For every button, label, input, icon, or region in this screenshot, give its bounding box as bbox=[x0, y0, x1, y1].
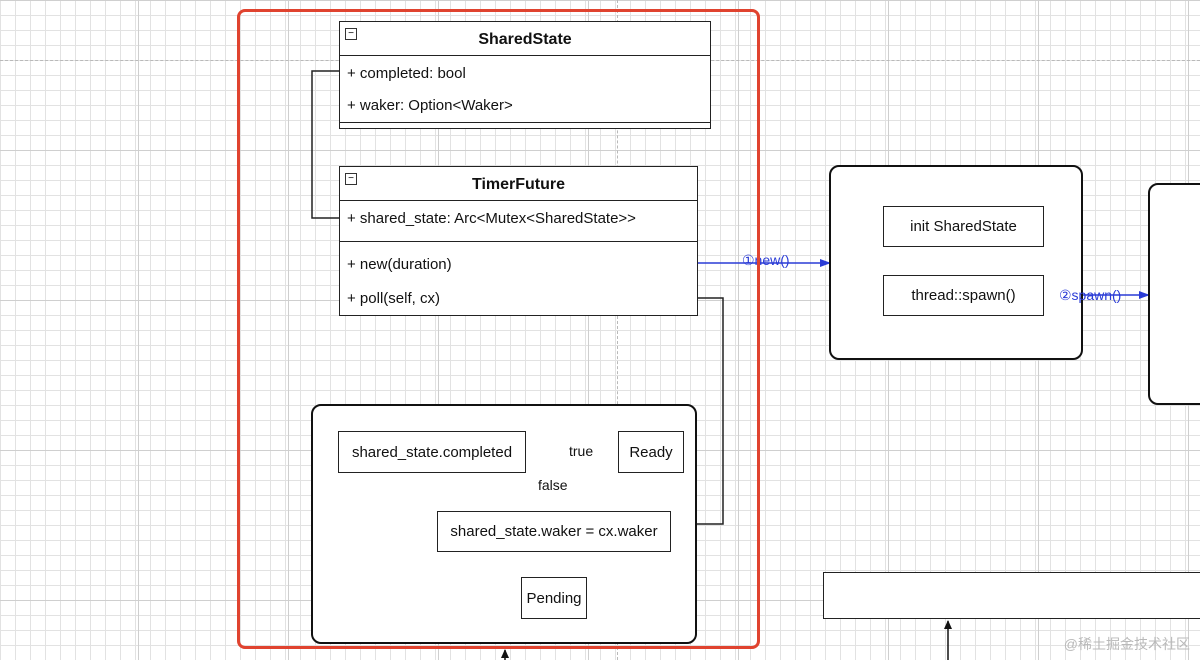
assign-waker-box[interactable]: shared_state.waker = cx.waker bbox=[437, 511, 671, 552]
timer-future-field-shared-state: + shared_state: Arc<Mutex<SharedState>> bbox=[347, 210, 636, 227]
thread-spawn-box[interactable]: thread::spawn() bbox=[883, 275, 1044, 316]
timer-future-method-poll: + poll(self, cx) bbox=[347, 290, 440, 307]
ready-box[interactable]: Ready bbox=[618, 431, 684, 473]
collapse-icon[interactable]: − bbox=[345, 173, 357, 185]
class-header-divider bbox=[340, 200, 697, 201]
timer-future-method-new: + new(duration) bbox=[347, 256, 452, 273]
pending-box[interactable]: Pending bbox=[521, 577, 587, 619]
true-label: true bbox=[568, 443, 595, 459]
completed-check-box[interactable]: shared_state.completed bbox=[338, 431, 526, 473]
field-link-connector bbox=[311, 70, 339, 219]
class-fields-divider bbox=[340, 241, 697, 242]
shared-state-title: SharedState bbox=[478, 31, 572, 48]
false-label: false bbox=[537, 477, 569, 493]
class-fields-divider bbox=[340, 122, 710, 123]
collapse-icon[interactable]: − bbox=[345, 28, 357, 40]
poll-connector bbox=[697, 297, 724, 525]
shared-state-field-waker: + waker: Option<Waker> bbox=[347, 97, 513, 114]
new-edge-label: ①new() bbox=[742, 252, 790, 268]
spawned-thread-container[interactable] bbox=[1148, 183, 1200, 405]
timer-future-title: TimerFuture bbox=[471, 176, 566, 193]
spawn-edge-label: ②spawn() bbox=[1059, 287, 1122, 303]
class-header-divider bbox=[340, 55, 710, 56]
init-shared-state-box[interactable]: init SharedState bbox=[883, 206, 1044, 247]
timer-future-class[interactable]: − TimerFuture + shared_state: Arc<Mutex<… bbox=[339, 166, 698, 316]
shared-state-field-completed: + completed: bool bbox=[347, 65, 466, 82]
shared-state-class[interactable]: − SharedState + completed: bool + waker:… bbox=[339, 21, 711, 129]
page-break-vertical bbox=[617, 0, 618, 660]
bottom-box[interactable] bbox=[823, 572, 1200, 619]
watermark: @稀土掘金技术社区 bbox=[1063, 636, 1190, 652]
highlight-frame bbox=[237, 9, 760, 649]
new-flow-container[interactable] bbox=[829, 165, 1083, 360]
